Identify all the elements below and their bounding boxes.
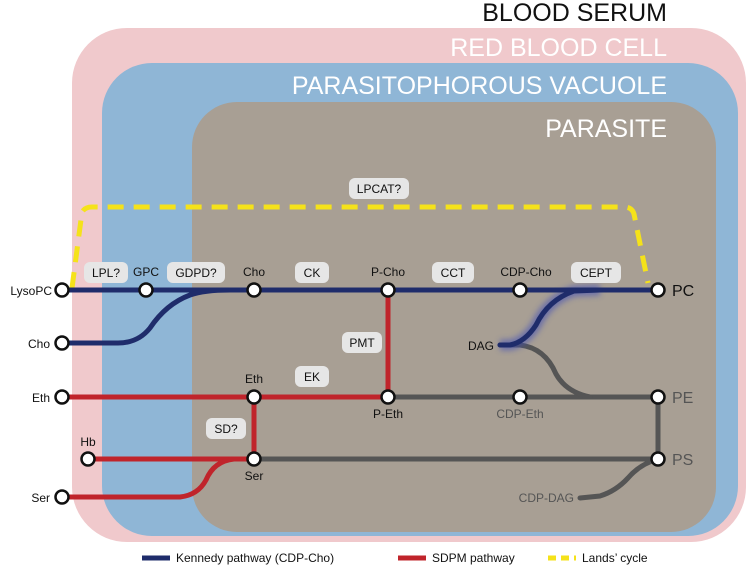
node-pe [650,389,666,405]
node-p-cho [380,282,396,298]
node-ser-ext [54,489,70,505]
node-ps [650,451,666,467]
enzyme-gdpd-label: GDPD? [175,266,217,280]
enzyme-sd-label: SD? [214,422,238,436]
node-p-eth [380,389,396,405]
label-cho-parasite: Cho [243,265,265,279]
enzyme-lpl-label: LPL? [92,266,120,280]
lands-cycle-path [69,204,651,289]
label-gpc: GPC [133,265,159,279]
node-lysopc [54,282,70,298]
node-eth-parasite [246,389,262,405]
node-gpc [138,282,154,298]
node-cdp-cho [512,282,528,298]
legend: Kennedy pathway (CDP-Cho) SDPM pathway L… [142,551,648,565]
label-lysopc: LysoPC [10,284,52,298]
node-cdp-eth [512,389,528,405]
enzyme-pmt: PMT [342,332,382,353]
enzyme-lpcat: LPCAT? [349,178,409,199]
kennedy-pathway-lines [59,287,661,348]
enzyme-cept: CEPT [571,262,621,283]
enzyme-cept-label: CEPT [580,266,613,280]
node-eth-ext [54,389,70,405]
label-ser-parasite: Ser [245,469,264,483]
node-pc [650,282,666,298]
enzyme-ek: EK [295,366,329,387]
label-cho-ext: Cho [28,337,50,351]
blood-serum-title: BLOOD SERUM [482,0,667,27]
vacuole-title: PARASITOPHOROUS VACUOLE [292,72,667,100]
label-ser-ext: Ser [31,491,50,505]
legend-lands-label: Lands’ cycle [582,551,648,565]
metabolite-nodes [54,282,666,505]
label-cdp-eth: CDP-Eth [496,407,543,421]
node-cho-ext [54,335,70,351]
enzyme-ck-label: CK [304,266,321,280]
enzyme-ck: CK [295,262,329,283]
enzyme-cct-label: CCT [441,266,466,280]
label-cdp-cho: CDP-Cho [500,265,552,279]
label-pe: PE [672,390,693,407]
label-p-cho: P-Cho [371,265,405,279]
sdpm-pathway-lines [59,287,391,500]
label-p-eth: P-Eth [373,407,403,421]
enzyme-gdpd: GDPD? [167,262,225,283]
node-hb [80,451,96,467]
node-ser-parasite [246,451,262,467]
label-pc: PC [672,283,694,300]
label-ps: PS [672,452,693,469]
enzyme-ek-label: EK [304,370,320,384]
red-blood-cell-title: RED BLOOD CELL [450,34,667,62]
legend-kennedy-label: Kennedy pathway (CDP-Cho) [176,551,334,565]
enzyme-pmt-label: PMT [349,336,375,350]
enzyme-lpcat-label: LPCAT? [357,182,402,196]
label-cdp-dag: CDP-DAG [519,491,574,505]
enzyme-lpl: LPL? [84,262,128,283]
label-eth-ext: Eth [32,391,50,405]
label-hb: Hb [80,435,96,449]
enzyme-cct: CCT [432,262,474,283]
enzyme-sd: SD? [206,418,246,439]
parasite-title: PARASITE [545,115,667,143]
node-cho-parasite [246,282,262,298]
label-dag: DAG [468,339,494,353]
label-eth-parasite: Eth [245,372,263,386]
legend-sdpm-label: SDPM pathway [432,551,515,565]
